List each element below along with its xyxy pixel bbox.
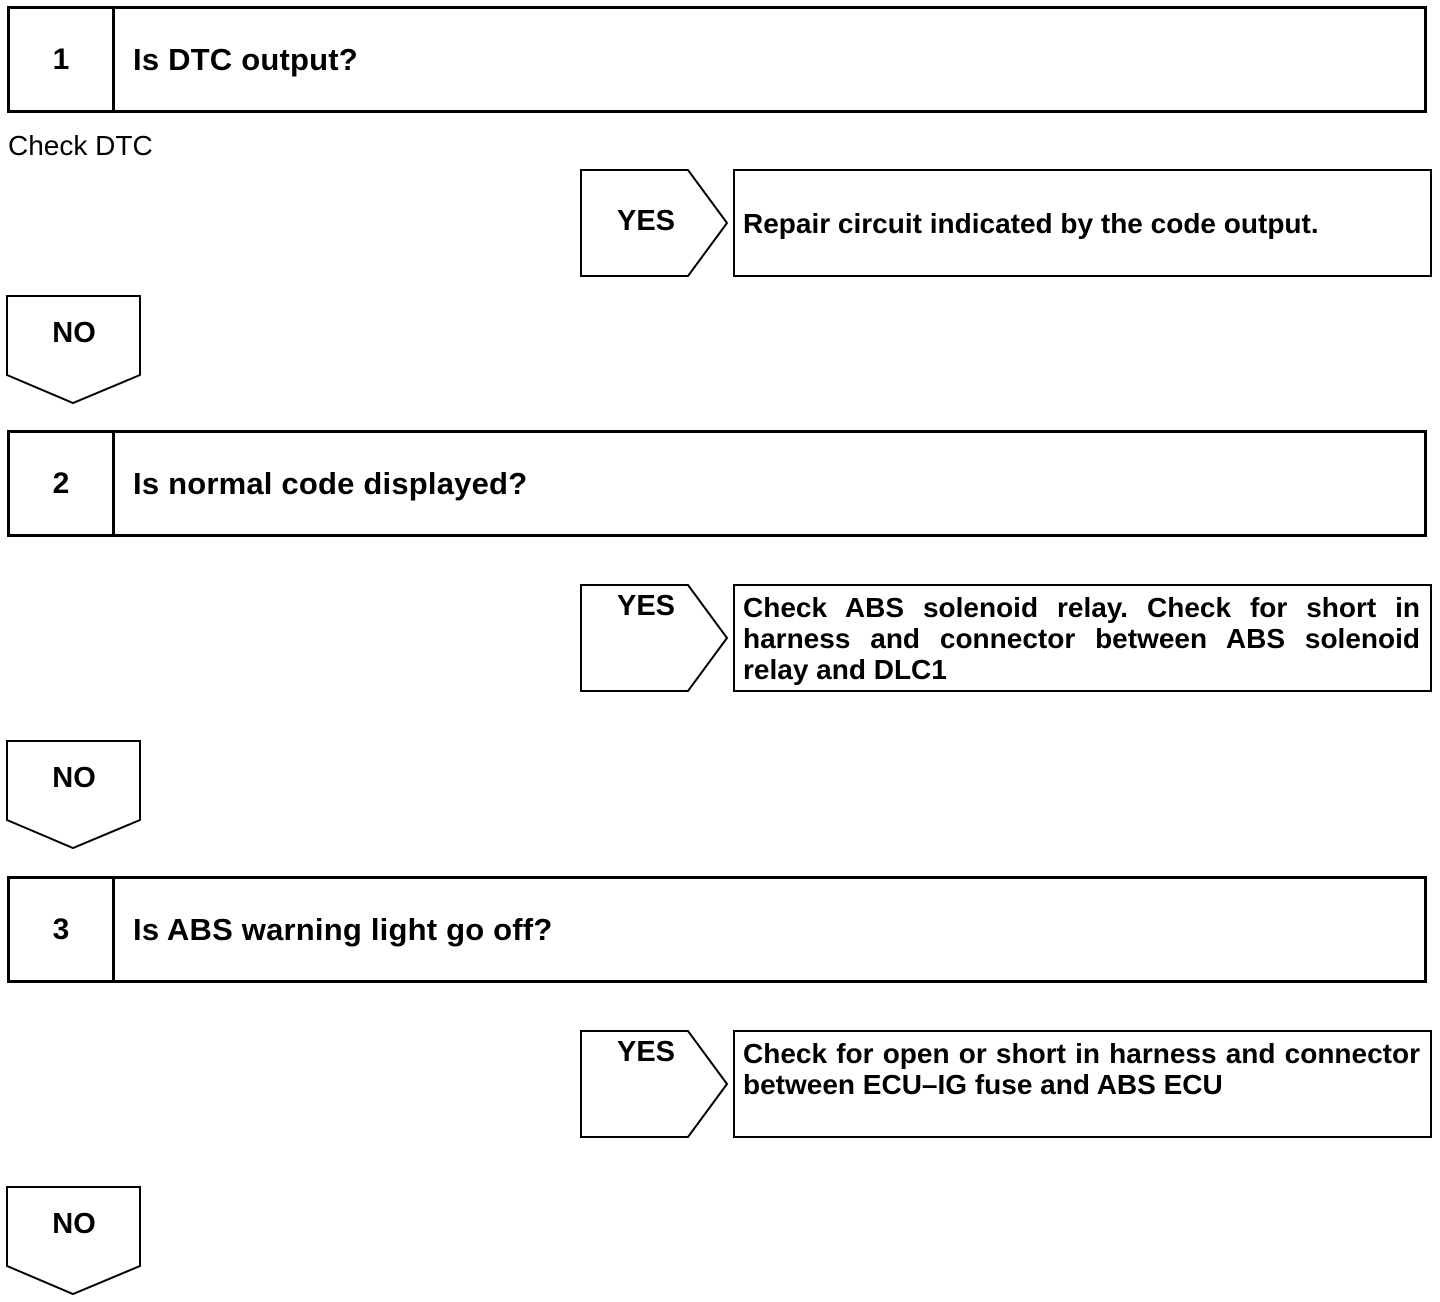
step-3-yes-label: YES <box>616 1036 676 1068</box>
no-arrow-icon <box>6 740 141 850</box>
step-2-box: 2 Is normal code displayed? <box>7 430 1427 537</box>
step-1-yes-action: Repair circuit indicated by the code out… <box>733 169 1432 277</box>
step-3-question: Is ABS warning light go off? <box>133 911 553 947</box>
step-1-no-arrow: NO <box>6 295 142 405</box>
no-arrow-icon <box>6 295 141 405</box>
step-1-no-label: NO <box>52 317 96 349</box>
step-2-yes-arrow: YES <box>580 584 730 692</box>
step-2-yes-label: YES <box>616 590 676 622</box>
no-arrow-icon <box>6 1186 141 1296</box>
step-1-yes-arrow: YES <box>580 169 730 277</box>
step-2-yes-action: Check ABS solenoid relay. Check for shor… <box>733 584 1432 692</box>
step-3-yes-action: Check for open or short in harness and c… <box>733 1030 1432 1138</box>
yes-arrow-icon <box>580 584 729 692</box>
step-3-no-label: NO <box>52 1208 96 1240</box>
step-2-no-arrow: NO <box>6 740 142 850</box>
step-3-yes-arrow: YES <box>580 1030 730 1138</box>
step-1-box: 1 Is DTC output? <box>7 6 1427 113</box>
step-2-no-label: NO <box>52 762 96 794</box>
step-1-yes-label: YES <box>616 205 676 237</box>
step-3-box: 3 Is ABS warning light go off? <box>7 876 1427 983</box>
step-1-note: Check DTC <box>8 130 153 161</box>
step-3-no-arrow: NO <box>6 1186 142 1296</box>
step-2-number: 2 <box>10 433 115 534</box>
step-1-number: 1 <box>10 9 115 110</box>
yes-arrow-icon <box>580 169 729 277</box>
step-2-question: Is normal code displayed? <box>133 465 528 501</box>
yes-arrow-icon <box>580 1030 729 1138</box>
step-3-number: 3 <box>10 879 115 980</box>
step-1-question: Is DTC output? <box>133 41 358 77</box>
